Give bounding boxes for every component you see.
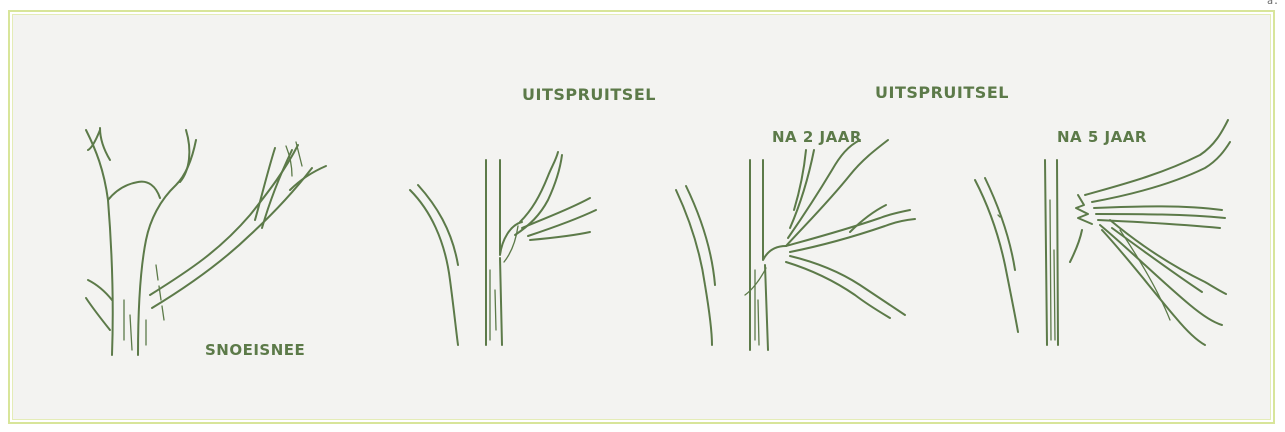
tree-after-2-years bbox=[675, 139, 916, 351]
label-sprout-1: UITSPRUITSEL bbox=[522, 85, 656, 104]
label-after-2-years: NA 2 JAAR bbox=[772, 128, 862, 146]
tree-after-5-years bbox=[974, 119, 1231, 346]
label-cut: SNOEISNEE bbox=[205, 341, 305, 359]
label-sprout-2: UITSPRUITSEL bbox=[875, 83, 1009, 102]
label-after-5-years: NA 5 JAAR bbox=[1057, 128, 1147, 146]
figure-panel bbox=[12, 14, 1271, 420]
tree-first-sprouts bbox=[409, 151, 597, 346]
corner-mark: a. bbox=[1266, 0, 1279, 7]
tree-with-cut bbox=[85, 127, 327, 356]
